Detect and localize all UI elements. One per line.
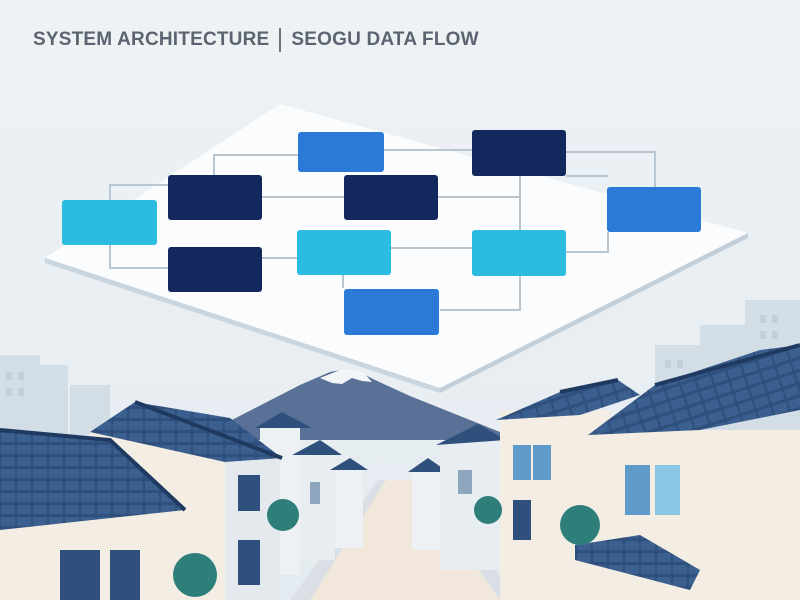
node-n8[interactable] xyxy=(472,130,566,176)
page-title: SYSTEM ARCHITECTURE SEOGU DATA FLOW xyxy=(33,27,479,53)
node-n1[interactable] xyxy=(62,200,157,245)
skyline-windows xyxy=(6,315,778,396)
title-left: SYSTEM ARCHITECTURE xyxy=(33,29,270,50)
node-n2[interactable] xyxy=(168,175,262,220)
title-separator xyxy=(279,28,282,52)
diagram-nodes xyxy=(62,130,701,335)
diagram-connectors xyxy=(109,149,656,311)
node-n3[interactable] xyxy=(168,247,262,292)
title-right: SEOGU DATA FLOW xyxy=(291,29,479,50)
node-n10[interactable] xyxy=(607,187,701,232)
right-house-mid xyxy=(474,378,640,600)
left-house-front xyxy=(0,428,187,600)
node-n5[interactable] xyxy=(344,175,438,220)
node-n4[interactable] xyxy=(298,132,384,172)
right-house-front xyxy=(560,343,800,600)
node-n9[interactable] xyxy=(472,230,566,276)
node-n6[interactable] xyxy=(297,230,391,275)
node-n7[interactable] xyxy=(344,289,439,335)
